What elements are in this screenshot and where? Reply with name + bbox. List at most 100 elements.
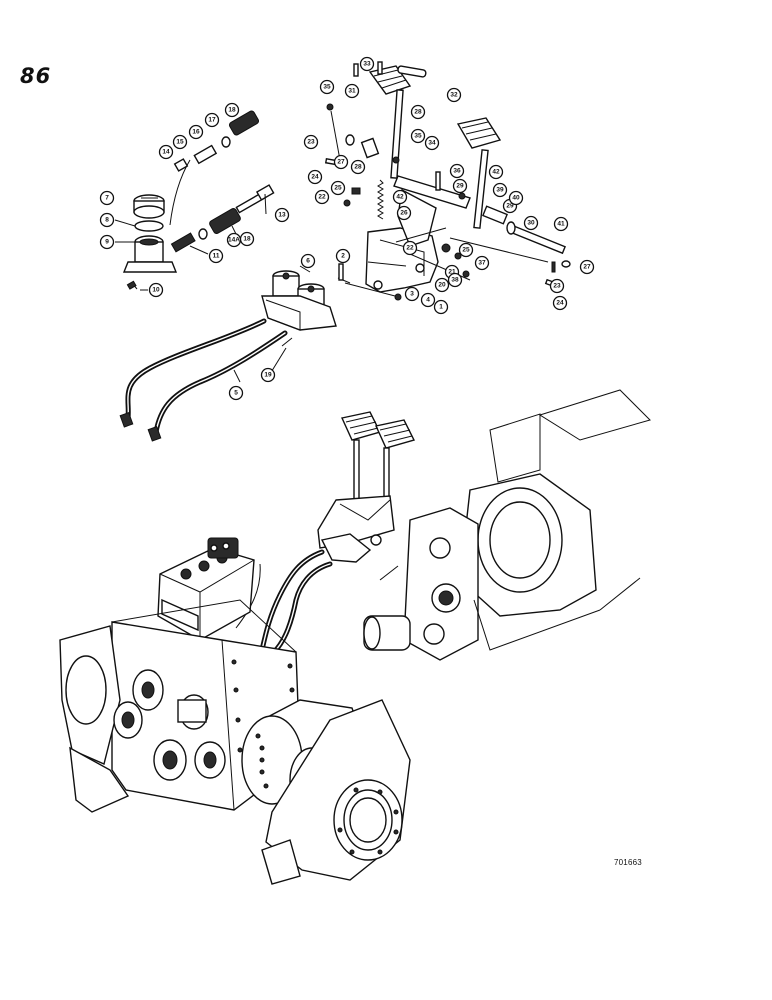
callout-3: 3 xyxy=(404,286,420,302)
callout-circle xyxy=(228,385,244,401)
callout-circle xyxy=(553,216,569,232)
callout-group: 1234567891011131414A15161718181920212222… xyxy=(99,56,595,401)
exploded-view xyxy=(114,61,571,442)
callout-circle xyxy=(446,87,462,103)
axle-housing xyxy=(59,599,411,885)
callout-number: 37 xyxy=(478,260,486,267)
callout-7: 7 xyxy=(99,190,115,206)
callout-number: 5 xyxy=(234,390,238,397)
brake-pedal-left xyxy=(368,65,412,179)
callout-35: 35 xyxy=(410,128,426,144)
callout-circle xyxy=(452,178,468,194)
callout-circle xyxy=(392,189,408,205)
callout-number: 3 xyxy=(410,291,414,298)
callout-circle xyxy=(404,286,420,302)
callout-circle xyxy=(188,124,204,140)
callout-number: 22 xyxy=(406,245,414,252)
callout-14: 14 xyxy=(158,144,174,160)
callout-circle xyxy=(523,215,539,231)
callout-27: 27 xyxy=(579,259,595,275)
callout-24: 24 xyxy=(552,295,568,311)
callout-circle xyxy=(579,259,595,275)
callout-circle xyxy=(239,231,255,247)
callout-number: 23 xyxy=(553,283,561,290)
callout-circle xyxy=(148,282,164,298)
callout-23: 23 xyxy=(303,134,319,150)
callout-circle xyxy=(204,112,220,128)
callout-27: 27 xyxy=(333,154,349,170)
callout-number: 14A xyxy=(228,237,240,244)
callout-number: 7 xyxy=(105,195,109,202)
callout-number: 20 xyxy=(438,282,446,289)
callout-25: 25 xyxy=(330,180,346,196)
callout-number: 27 xyxy=(337,159,345,166)
callout-number: 42 xyxy=(396,194,404,201)
callout-number: 22 xyxy=(318,194,326,201)
callout-number: 31 xyxy=(348,88,356,95)
callout-circle xyxy=(434,277,450,293)
assembled-view xyxy=(59,389,651,885)
callout-26: 26 xyxy=(396,205,412,221)
callout-number: 15 xyxy=(176,139,184,146)
callout-circle xyxy=(335,248,351,264)
callout-15: 15 xyxy=(172,134,188,150)
callout-number: 34 xyxy=(428,140,436,147)
callout-number: 4 xyxy=(426,297,430,304)
callout-42: 42 xyxy=(392,189,408,205)
reservoir-gasket xyxy=(134,220,164,232)
callout-leaders xyxy=(114,193,311,383)
callout-28: 28 xyxy=(350,159,366,175)
return-spring xyxy=(377,179,384,220)
drawing-id: 701663 xyxy=(614,858,642,867)
callout-number: 35 xyxy=(414,133,422,140)
callout-number: 17 xyxy=(208,117,216,124)
callout-circle xyxy=(99,234,115,250)
callout-number: 29 xyxy=(456,183,464,190)
engine-housing xyxy=(363,389,651,661)
callout-number: 6 xyxy=(306,258,310,265)
callout-42: 42 xyxy=(488,164,504,180)
callout-number: 27 xyxy=(583,264,591,271)
callout-number: 9 xyxy=(105,239,109,246)
callout-5: 5 xyxy=(228,385,244,401)
callout-number: 32 xyxy=(450,92,458,99)
callout-circle xyxy=(458,242,474,258)
callout-40: 40 xyxy=(508,190,524,206)
callout-number: 2 xyxy=(341,253,345,260)
callout-9: 9 xyxy=(99,234,115,250)
callout-6: 6 xyxy=(300,253,316,269)
callout-circle xyxy=(447,272,463,288)
callout-number: 18 xyxy=(228,107,236,114)
callout-circle xyxy=(492,182,508,198)
callout-2: 2 xyxy=(335,248,351,264)
callout-number: 24 xyxy=(556,300,564,307)
callout-circle xyxy=(300,253,316,269)
callout-circle xyxy=(333,154,349,170)
callout-circle xyxy=(314,189,330,205)
callout-circle xyxy=(307,169,323,185)
callout-number: 13 xyxy=(278,212,286,219)
callout-circle xyxy=(158,144,174,160)
callout-number: 26 xyxy=(400,210,408,217)
callout-circle xyxy=(402,240,418,256)
callout-18: 18 xyxy=(224,102,240,118)
callout-number: 38 xyxy=(451,277,459,284)
callout-number: 36 xyxy=(453,168,461,175)
callout-number: 28 xyxy=(414,109,422,116)
callout-33: 33 xyxy=(359,56,375,72)
callout-number: 18 xyxy=(243,236,251,243)
callout-30: 30 xyxy=(523,215,539,231)
callout-number: 11 xyxy=(213,253,220,260)
callout-4: 4 xyxy=(420,292,436,308)
callout-circle xyxy=(433,299,449,315)
callout-circle xyxy=(330,180,346,196)
callout-circle xyxy=(359,56,375,72)
callout-circle xyxy=(260,367,276,383)
reservoir-body xyxy=(122,235,178,273)
callout-number: 41 xyxy=(557,221,565,228)
callout-circle xyxy=(99,212,115,228)
callout-number: 16 xyxy=(192,129,200,136)
brake-hoses xyxy=(119,318,288,442)
callout-8: 8 xyxy=(99,212,115,228)
